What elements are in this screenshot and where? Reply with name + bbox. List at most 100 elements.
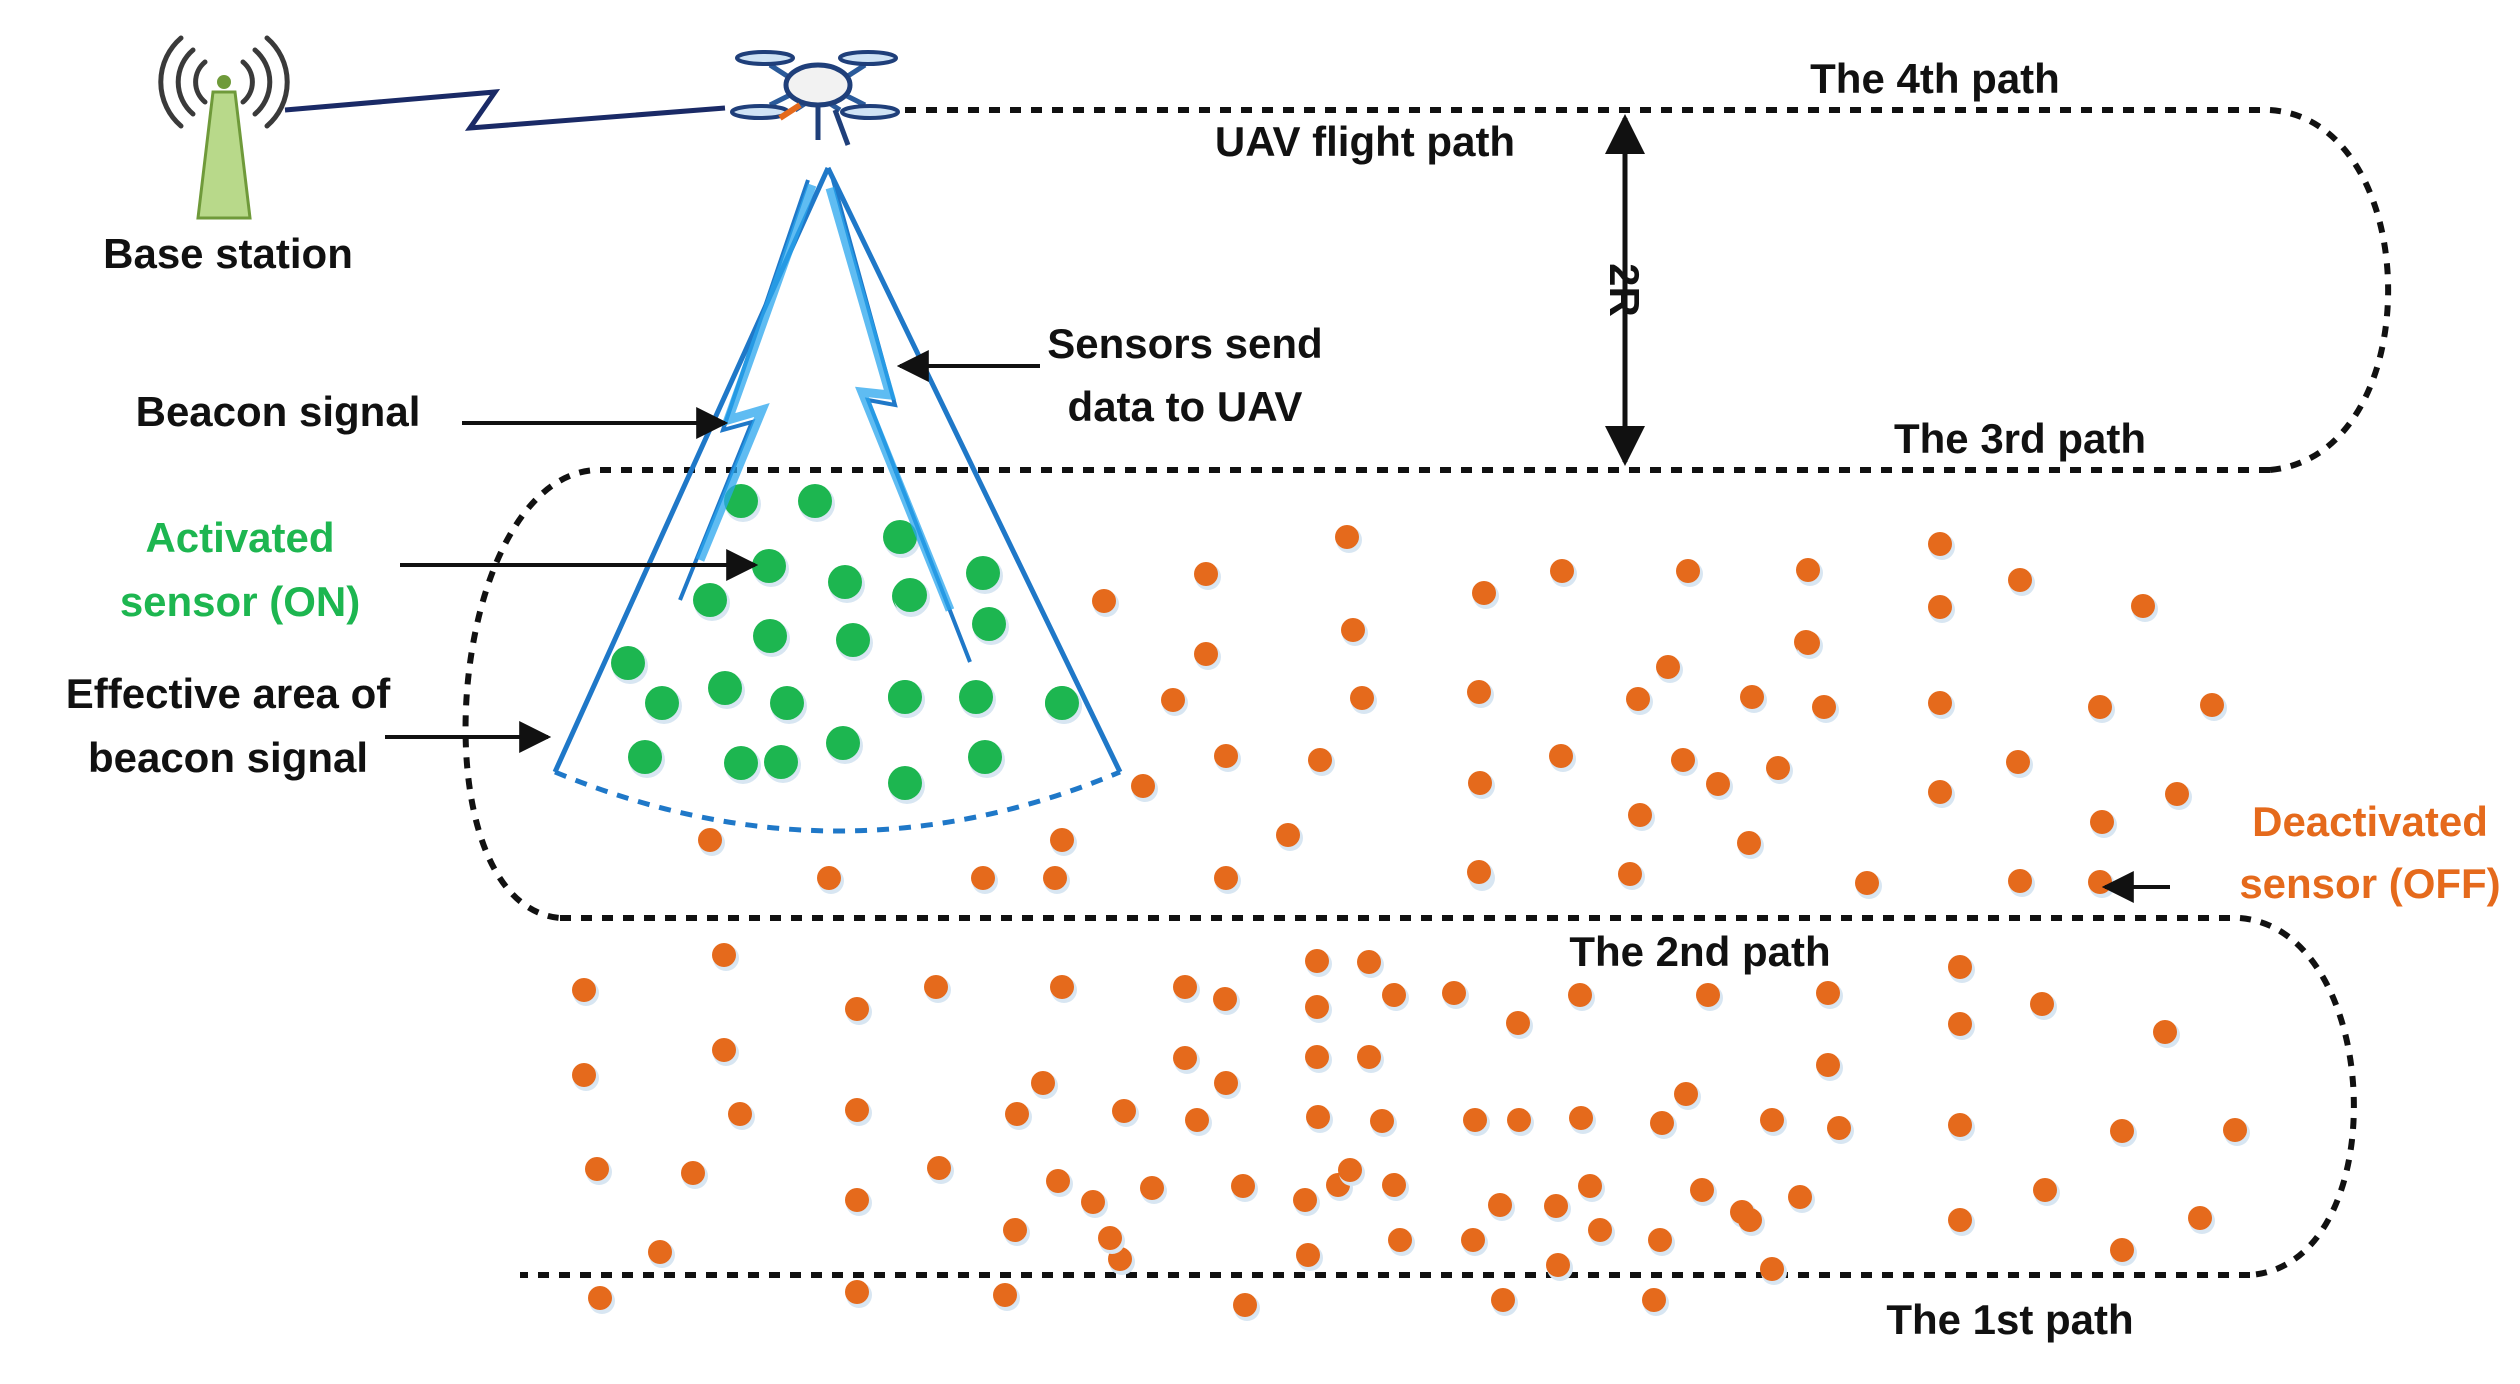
deactivated-sensor: [1507, 1108, 1531, 1132]
deactivated-sensor: [1214, 866, 1238, 890]
base-station-icon: [158, 35, 290, 220]
deactivated-sensor: [1382, 983, 1406, 1007]
pointer-arrows: [385, 350, 2170, 903]
deactivated-sensor: [1827, 1116, 1851, 1140]
deactivated-sensor: [1005, 1102, 1029, 1126]
activated-sensor: [888, 766, 922, 800]
deactivated-sensor: [2110, 1119, 2134, 1143]
deactivated-sensor: [1031, 1071, 1055, 1095]
deactivated-sensor: [1463, 1108, 1487, 1132]
activated-sensor: [628, 740, 662, 774]
base-station-label: Base station: [103, 230, 353, 277]
deactivated-sensor: [2008, 869, 2032, 893]
flight-path-2nd: [560, 915, 2357, 1278]
effective-area-label-line1: Effective area of: [66, 670, 391, 717]
uav-flight-path: [462, 107, 2392, 1278]
deactivated-sensor: [728, 1102, 752, 1126]
deactivated-sensor: [1468, 771, 1492, 795]
deactivated-sensor: [1568, 983, 1592, 1007]
deactivated-sensor: [1467, 680, 1491, 704]
deactivated-sensor: [1233, 1293, 1257, 1317]
deactivated-sensor: [1194, 562, 1218, 586]
deactivated-sensor: [1928, 595, 1952, 619]
activated-sensor: [752, 549, 786, 583]
deactivated-sensor: [1626, 687, 1650, 711]
deactivated-sensor: [1293, 1188, 1317, 1212]
path-1st-label: The 1st path: [1886, 1296, 2133, 1343]
deactivated-sensor: [1305, 1045, 1329, 1069]
deactivated-sensor: [572, 1063, 596, 1087]
deactivated-sensor: [1357, 950, 1381, 974]
deactivated-sensor: [1467, 860, 1491, 884]
deactivated-sensor: [1816, 981, 1840, 1005]
flight-path-3rd: [462, 467, 2270, 921]
deactivated-sensor: [1231, 1174, 1255, 1198]
activated-sensor: [798, 484, 832, 518]
deactivated-sensor: [1112, 1099, 1136, 1123]
deactivated-sensor: [2165, 782, 2189, 806]
deactivated-sensor: [1812, 695, 1836, 719]
path-4th-label: The 4th path: [1810, 55, 2060, 102]
deactivated-sensor: [2088, 695, 2112, 719]
deactivated-sensor: [2223, 1118, 2247, 1142]
deactivated-sensor: [2033, 1178, 2057, 1202]
deactivated-sensor: [1796, 558, 1820, 582]
deactivated-sensor: [1628, 803, 1652, 827]
deactivated-sensor: [712, 1038, 736, 1062]
activated-sensor: [972, 607, 1006, 641]
deactivated-sensor: [1549, 744, 1573, 768]
beacon-signal-lightning-glow: [695, 183, 817, 562]
deactivated-sensor: [1043, 866, 1067, 890]
deactivated-sensor: [1928, 691, 1952, 715]
deactivated-sensor: [845, 1098, 869, 1122]
deactivated-sensor: [1213, 987, 1237, 1011]
deactivated-sensor: [1276, 823, 1300, 847]
deactivated-sensor: [1740, 685, 1764, 709]
deactivated-sensor: [1569, 1106, 1593, 1130]
deactivated-sensor: [1306, 1105, 1330, 1129]
activated-sensor: [693, 583, 727, 617]
deactivated-sensor: [1296, 1243, 1320, 1267]
deactivated-sensor: [1855, 871, 1879, 895]
deactivated-sensor: [1488, 1193, 1512, 1217]
uav-drone-icon: [730, 50, 900, 146]
deactivated-sensor: [971, 866, 995, 890]
deactivated-sensor: [1003, 1218, 1027, 1242]
deactivated-sensor: [1674, 1082, 1698, 1106]
deactivated-sensor: [1335, 525, 1359, 549]
deactivated-sensor: [1948, 955, 1972, 979]
activated-sensor: [724, 746, 758, 780]
path-3rd-label: The 3rd path: [1894, 415, 2146, 462]
deactivated-sensor: [1737, 831, 1761, 855]
deactivated-sensor: [1350, 686, 1374, 710]
deactivated-sensor: [1642, 1288, 1666, 1312]
deactivated-sensor: [712, 943, 736, 967]
deactivated-sensor: [1738, 1208, 1762, 1232]
deactivated-sensor: [2030, 992, 2054, 1016]
deactivated-sensor: [1618, 862, 1642, 886]
deactivated-sensor: [2110, 1238, 2134, 1262]
deactivated-sensor: [845, 1280, 869, 1304]
deactivated-sensor: [1648, 1228, 1672, 1252]
sensors-send-label-line2: data to UAV: [1068, 383, 1303, 430]
activated-sensor: [966, 556, 1000, 590]
deactivated-sensor: [1948, 1012, 1972, 1036]
effective-area-label-line2: beacon signal: [88, 734, 368, 781]
activated-sensor: [764, 745, 798, 779]
deactivated-sensor: [1305, 949, 1329, 973]
deactivated-sensor: [1588, 1218, 1612, 1242]
deactivated-sensor: [1706, 772, 1730, 796]
deactivated-sensor: [1461, 1228, 1485, 1252]
activated-sensor: [893, 578, 927, 612]
deactivated-sensor-label-line1: Deactivated: [2252, 798, 2488, 845]
deactivated-sensor: [2090, 810, 2114, 834]
activated-sensor-label-line2: sensor (ON): [120, 578, 360, 625]
deactivated-sensor: [1788, 1185, 1812, 1209]
deactivated-sensor: [1550, 559, 1574, 583]
deactivated-sensor: [1092, 589, 1116, 613]
activated-sensor-label-line1: Activated: [145, 514, 334, 561]
deactivated-sensor: [1308, 748, 1332, 772]
beacon-signal-label: Beacon signal: [136, 388, 421, 435]
deactivated-sensor: [1341, 618, 1365, 642]
